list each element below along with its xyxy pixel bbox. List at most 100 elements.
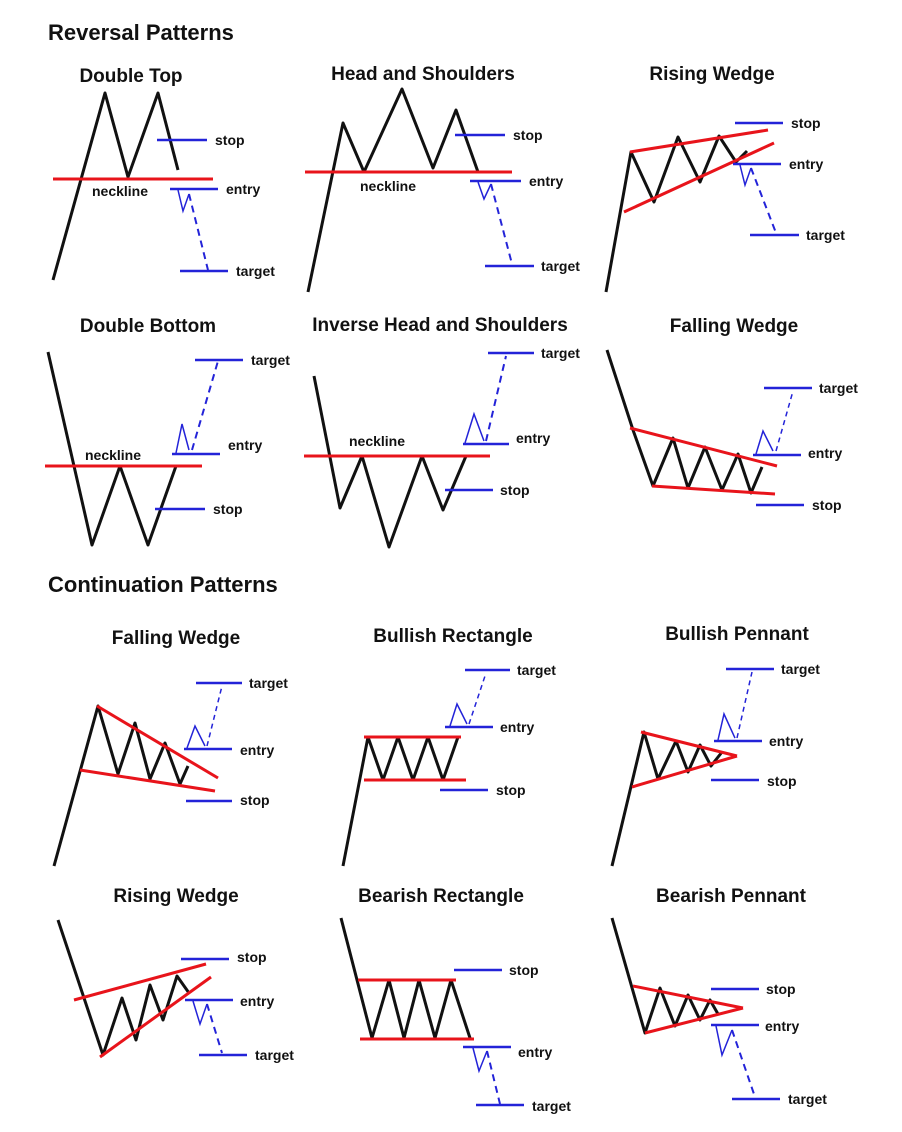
pattern-bearish-pennant: Bearish Pennant stop entry target xyxy=(610,886,827,1107)
price-path xyxy=(51,91,180,281)
price-path xyxy=(605,349,764,495)
target-label: target xyxy=(255,1047,294,1063)
stop-label: stop xyxy=(213,501,243,517)
pattern-falling-wedge-reversal: Falling Wedge target entry stop xyxy=(605,316,858,513)
pattern-rising-wedge-continuation: Rising Wedge stop entry target xyxy=(56,886,294,1063)
lower-trendline xyxy=(623,141,775,214)
pattern-title: Bullish Rectangle xyxy=(373,626,532,647)
projection-line xyxy=(485,355,507,442)
pullback-path xyxy=(175,423,190,454)
pullback-path xyxy=(477,181,492,201)
pattern-title: Rising Wedge xyxy=(113,886,238,907)
projection-line xyxy=(206,685,223,747)
entry-label: entry xyxy=(240,993,274,1009)
projection-line xyxy=(731,1029,756,1098)
lower-trendline xyxy=(631,754,738,789)
projection-line xyxy=(490,183,513,265)
pattern-bearish-rectangle: Bearish Rectangle stop entry target xyxy=(339,886,571,1114)
stop-label: stop xyxy=(513,127,543,143)
pattern-falling-wedge-continuation: Falling Wedge target entry stop xyxy=(52,628,288,867)
target-label: target xyxy=(806,227,845,243)
pullback-path xyxy=(177,189,190,214)
target-label: target xyxy=(541,258,580,274)
upper-trendline xyxy=(632,984,744,1010)
stop-label: stop xyxy=(215,132,245,148)
stop-label: stop xyxy=(496,782,526,798)
entry-label: entry xyxy=(808,445,842,461)
pattern-title: Falling Wedge xyxy=(670,316,798,337)
projection-line xyxy=(736,671,753,739)
target-label: target xyxy=(541,345,580,361)
pullback-path xyxy=(739,164,752,188)
entry-label: entry xyxy=(240,742,274,758)
upper-trendline xyxy=(629,426,778,468)
lower-trendline xyxy=(99,975,212,1059)
pattern-rising-wedge-reversal: Rising Wedge stop entry target xyxy=(604,64,845,293)
price-path xyxy=(56,919,191,1057)
price-path xyxy=(604,134,749,293)
entry-label: entry xyxy=(226,181,260,197)
neckline-label: neckline xyxy=(349,433,405,449)
stop-label: stop xyxy=(766,981,796,997)
projection-line xyxy=(188,193,209,271)
pullback-path xyxy=(717,711,736,741)
pattern-title: Bearish Rectangle xyxy=(358,886,524,907)
pattern-double-top: Double Top neckline stop entry target xyxy=(51,66,275,281)
projection-line xyxy=(750,167,777,234)
pattern-title: Bearish Pennant xyxy=(656,886,807,907)
stop-label: stop xyxy=(500,482,530,498)
pattern-title: Falling Wedge xyxy=(112,628,240,649)
target-label: target xyxy=(249,675,288,691)
pattern-title: Bullish Pennant xyxy=(665,624,809,645)
stop-label: stop xyxy=(791,115,821,131)
entry-label: entry xyxy=(500,719,534,735)
price-path xyxy=(52,704,190,867)
entry-label: entry xyxy=(529,173,563,189)
lower-trendline xyxy=(651,484,776,496)
upper-trendline xyxy=(73,962,207,1002)
pattern-title: Head and Shoulders xyxy=(331,64,515,85)
target-label: target xyxy=(819,380,858,396)
section-heading-reversal: Reversal Patterns xyxy=(48,20,234,45)
entry-label: entry xyxy=(228,437,262,453)
pattern-title: Double Top xyxy=(79,66,182,87)
target-label: target xyxy=(781,661,820,677)
pattern-bullish-rectangle: Bullish Rectangle target entry stop xyxy=(341,626,556,867)
target-label: target xyxy=(251,352,290,368)
pullback-path xyxy=(755,428,774,455)
price-path xyxy=(339,917,472,1040)
pattern-title: Rising Wedge xyxy=(649,64,774,85)
pullback-path xyxy=(472,1047,488,1074)
stop-label: stop xyxy=(509,962,539,978)
pullback-path xyxy=(464,411,485,444)
neckline-label: neckline xyxy=(85,447,141,463)
pullback-path xyxy=(186,724,206,749)
projection-line xyxy=(191,360,219,451)
price-path xyxy=(610,917,720,1035)
pullback-path xyxy=(449,702,468,727)
pattern-bullish-pennant: Bullish Pennant target entry stop xyxy=(610,624,820,867)
stop-label: stop xyxy=(237,949,267,965)
upper-trendline xyxy=(640,730,738,758)
target-label: target xyxy=(532,1098,571,1114)
price-path xyxy=(306,87,480,293)
entry-label: entry xyxy=(765,1018,799,1034)
pattern-title: Inverse Head and Shoulders xyxy=(312,315,568,336)
stop-label: stop xyxy=(240,792,270,808)
section-heading-continuation: Continuation Patterns xyxy=(48,572,278,597)
entry-label: entry xyxy=(518,1044,552,1060)
target-label: target xyxy=(788,1091,827,1107)
price-path xyxy=(341,735,460,867)
upper-trendline xyxy=(96,704,219,780)
upper-trendline xyxy=(629,128,769,154)
target-label: target xyxy=(517,662,556,678)
projection-line xyxy=(468,672,487,725)
pattern-double-bottom: Double Bottom neckline target entry stop xyxy=(45,316,290,547)
pullback-path xyxy=(715,1025,733,1058)
price-path xyxy=(312,375,468,549)
pattern-head-and-shoulders: Head and Shoulders neckline stop entry t… xyxy=(305,64,580,293)
neckline-label: neckline xyxy=(360,178,416,194)
entry-label: entry xyxy=(789,156,823,172)
projection-line xyxy=(775,390,794,452)
